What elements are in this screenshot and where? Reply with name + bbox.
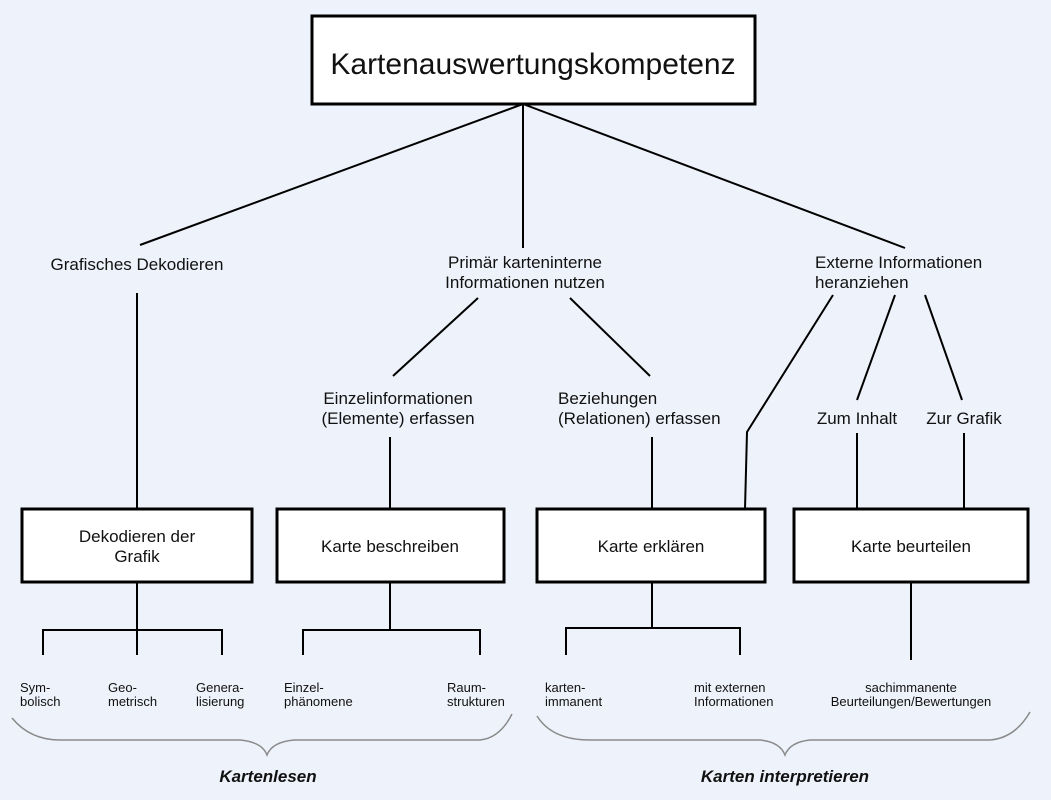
dekodieren-box [20,507,254,584]
leaf-extern-1: mit externen [694,680,766,695]
einzel-label-2: (Elemente) erfassen [321,409,474,428]
erklaeren-label: Karte erklären [598,537,705,556]
primaer-label-1: Primär karteninterne [448,253,602,272]
dekodieren-label-2: Grafik [114,547,160,566]
leaf-einzelphaenomene-1: Einzel- [284,680,324,695]
extern-label-1: Externe Informationen [815,253,982,272]
beziehungen-label-1: Beziehungen [558,389,657,408]
group-karten-interpretieren: Karten interpretieren [701,767,869,786]
leaf-symbolisch-2: bolisch [20,694,60,709]
leaf-kartenimmanent-2: immanent [545,694,602,709]
connectors [42,103,965,660]
erklaeren-box [535,507,767,584]
beschreiben-box [275,507,506,584]
extern-label-2: heranziehen [815,273,909,292]
dekodieren-label-1: Dekodieren der [79,527,196,546]
leaf-symbolisch-1: Sym- [20,680,50,695]
leaf-raumstrukturen-2: strukturen [447,694,505,709]
root-box [310,14,757,106]
primaer-label-2: Informationen nutzen [445,273,605,292]
zum-inhalt-label: Zum Inhalt [817,409,898,428]
beurteilen-box [792,507,1030,584]
leaf-generalisierung-1: Genera- [196,680,244,695]
einzel-label-1: Einzelinformationen [323,389,472,408]
root-label: Kartenauswertungskompetenz [330,48,735,81]
leaf-extern-2: Informationen [694,694,774,709]
leaf-sachimmanent-1: sachimmanente [865,680,957,695]
leaf-raumstrukturen-1: Raum- [447,680,486,695]
leaf-kartenimmanent-1: karten- [545,680,585,695]
leaf-sachimmanent-2: Beurteilungen/Bewertungen [831,694,991,709]
leaf-geometrisch-1: Geo- [108,680,137,695]
grafisches-dekodieren-label: Grafisches Dekodieren [51,255,224,274]
right-brace [536,711,1031,758]
left-brace [11,713,513,758]
beurteilen-label: Karte beurteilen [851,537,971,556]
leaf-labels: Sym- bolisch Geo- metrisch Genera- lisie… [20,680,991,709]
leaf-geometrisch-2: metrisch [108,694,157,709]
beziehungen-label-2: (Relationen) erfassen [558,409,721,428]
leaf-generalisierung-2: lisierung [196,694,244,709]
group-kartenlesen: Kartenlesen [219,767,316,786]
beschreiben-label: Karte beschreiben [321,537,459,556]
zur-grafik-label: Zur Grafik [926,409,1002,428]
leaf-einzelphaenomene-2: phänomene [284,694,353,709]
